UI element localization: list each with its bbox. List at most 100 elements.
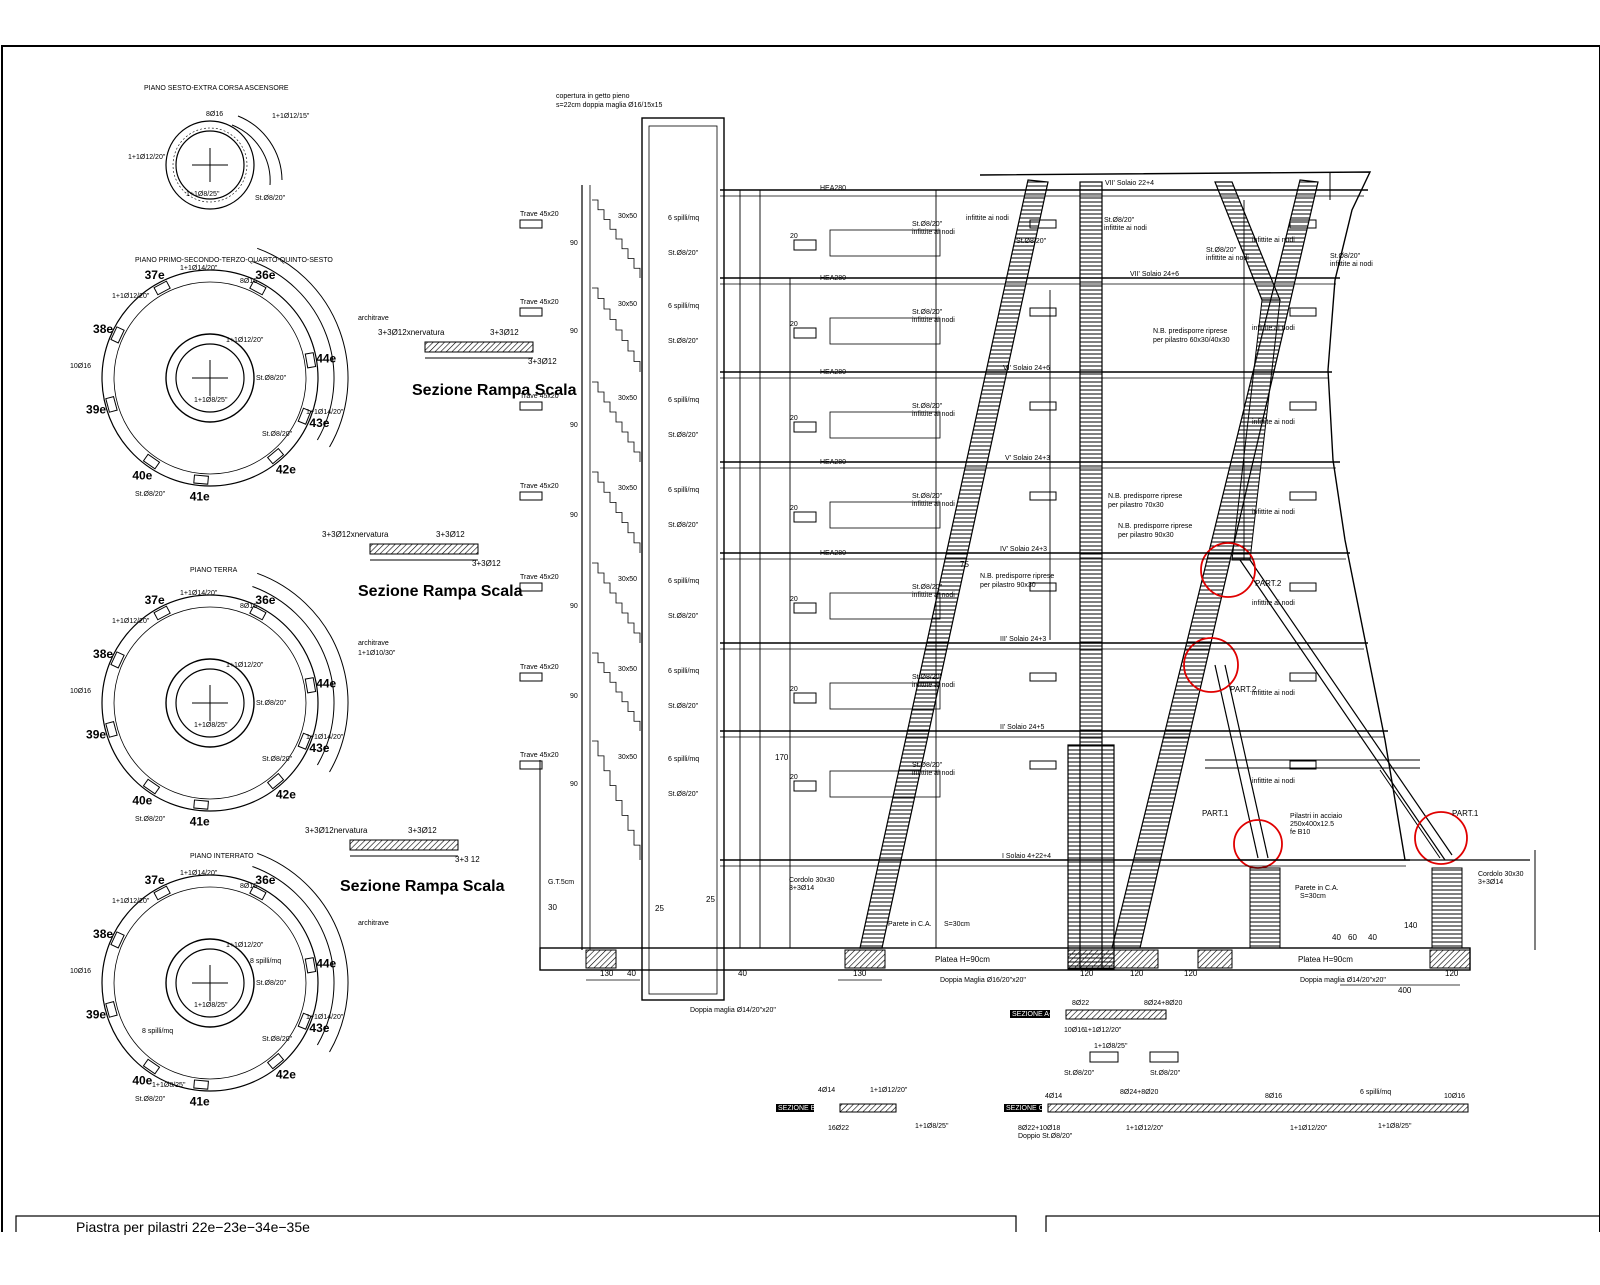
dim-label: 130 <box>600 969 614 978</box>
part-label: PART.1 <box>1202 809 1229 818</box>
stair-note: 3+3Ø12xnervatura <box>378 328 445 337</box>
rebar-label: 10Ø16 <box>70 968 91 975</box>
dim-label: 20 <box>790 233 798 240</box>
stair-note: 3+3Ø12nervatura <box>305 826 368 835</box>
architrave-label: architrave <box>358 640 389 647</box>
plan-title: PIANO PRIMO-SECONDO-TERZO-QUARTO-QUINTO-… <box>135 257 333 264</box>
column-label: 38e <box>93 322 113 336</box>
rebar-label: 8Ø16 <box>240 883 257 890</box>
nb-note: per pilastro 70x30 <box>1108 502 1164 509</box>
column-label: 36e <box>255 593 275 607</box>
rebar-label: 1+1Ø14/20" <box>180 265 218 272</box>
rebar-label: St.Ø8/20" <box>262 431 293 438</box>
spilli-label: 6 spilli/mq <box>668 578 699 585</box>
beam-label: Trave 45x20 <box>520 574 559 581</box>
stair-note: 3+3Ø12 <box>472 559 501 568</box>
floor-label: VI' Solaio 24+6 <box>1003 365 1050 372</box>
detail-rebar: Doppio St.Ø8/20" <box>1018 1133 1073 1140</box>
cordolo-note: Cordolo 30x30 <box>789 877 835 884</box>
detail-rebar: 8Ø24+8Ø20 <box>1144 1000 1182 1007</box>
stirrup-label: St.Ø8/20" <box>912 309 943 316</box>
rebar-label: 1+1Ø14/20" <box>306 734 344 741</box>
platea-label: Platea H=90cm <box>1298 955 1353 964</box>
rebar-label: St.Ø8/20" <box>135 816 166 823</box>
rebar-label: 1+1Ø8/25" <box>194 397 228 404</box>
dim-label: 60 <box>1348 933 1357 942</box>
cordolo-note: 3+3Ø14 <box>1478 879 1503 886</box>
inclined-column-right <box>1111 179 1319 949</box>
dim-label: 40 <box>627 969 636 978</box>
detail-callout-part2 <box>1183 637 1239 693</box>
hea-label: HEA280 <box>820 275 846 282</box>
rebar-label: 1+1Ø14/20" <box>306 1014 344 1021</box>
dim-label: 20 <box>790 686 798 693</box>
detail-rebar: 1+1Ø12/20" <box>1084 1027 1122 1034</box>
stair-section-title: Sezione Rampa Scala <box>412 382 577 399</box>
rebar-label: St.Ø8/20" <box>256 375 287 382</box>
stirrup-label: infittite ai nodi <box>1252 419 1295 426</box>
part-label: PART.2 <box>1230 685 1257 694</box>
beam-label: Trave 45x20 <box>520 752 559 759</box>
detail-callout-part1 <box>1414 811 1468 865</box>
plan-title: PIANO TERRA <box>190 567 238 574</box>
rebar-label: 1+1Ø12/20" <box>112 898 150 905</box>
steel-note: 250x400x12.5 <box>1290 821 1334 828</box>
detail-rebar: 16Ø22 <box>828 1125 849 1132</box>
detail-rebar: 1+1Ø12/20" <box>870 1087 908 1094</box>
detail-tag: SEZIONE B-B <box>778 1105 823 1112</box>
detail-rebar: 1+1Ø12/20" <box>1290 1125 1328 1132</box>
stirrup-label: infittite ai nodi <box>1252 509 1295 516</box>
rebar-label: 8Ø16 <box>206 111 223 118</box>
stirrup-label: infittite ai nodi <box>912 770 955 777</box>
detail-rebar: 1+1Ø8/25" <box>1378 1123 1412 1130</box>
wall-note: S=30cm <box>944 921 970 928</box>
stirrup-note: St.Ø8/20" <box>1330 253 1361 260</box>
plan-title: PIANO INTERRATO <box>190 853 254 860</box>
dim-label: 20 <box>790 596 798 603</box>
dim-label: 25 <box>655 904 664 913</box>
nb-note: per pilastro 90x30 <box>980 582 1036 589</box>
dim-label: 130 <box>853 969 867 978</box>
rebar-label: 1+1Ø8/25" <box>194 722 228 729</box>
stirrup-label: St.Ø8/20" <box>912 584 943 591</box>
stirrup-label: infittite ai nodi <box>1252 237 1295 244</box>
stirrup-label: St.Ø8/20" <box>912 493 943 500</box>
wall-note: S=30cm <box>1300 893 1326 900</box>
spilli-label: 6 spilli/mq <box>668 487 699 494</box>
dim-label: 20 <box>790 321 798 328</box>
wall-note: Parete in C.A. <box>888 921 932 928</box>
spilli-label: 6 spilli/mq <box>668 756 699 763</box>
stirrup-label: St.Ø8/20" <box>668 432 699 439</box>
cover-note: s=22cm doppia maglia Ø16/15x15 <box>556 102 663 109</box>
rebar-label: St.Ø8/20" <box>262 1036 293 1043</box>
nb-note: N.B. predisporre riprese <box>1153 328 1227 335</box>
steel-note: Pilastri in acciaio <box>1290 813 1342 820</box>
column-label: 40e <box>132 1074 152 1088</box>
spilli-label: 6 spilli/mq <box>668 303 699 310</box>
stirrup-label: St.Ø8/20" <box>668 791 699 798</box>
stair-section-title: Sezione Rampa Scala <box>358 583 523 600</box>
column-label: 39e <box>86 728 106 742</box>
stair-note: 3+3Ø12 <box>490 328 519 337</box>
rebar-label: 10Ø16 <box>70 688 91 695</box>
cordolo-note: Cordolo 30x30 <box>1478 871 1524 878</box>
nb-note: per pilastro 90x30 <box>1118 532 1174 539</box>
stair-section-2: 3+3Ø12xnervatura 3+3Ø12 3+3Ø12 Sezione R… <box>322 530 523 600</box>
hea-label: HEA280 <box>820 369 846 376</box>
rebar-label: 8 spilli/mq <box>142 1028 173 1035</box>
detail-rebar: St.Ø8/20" <box>1150 1070 1181 1077</box>
rebar-label: 10Ø16 <box>70 363 91 370</box>
mesh-note: Doppia Maglia Ø16/20"x20" <box>940 977 1026 984</box>
stirrup-label: St.Ø8/20" <box>912 403 943 410</box>
rebar-label: 8 spilli/mq <box>250 958 281 965</box>
floor-label: V' Solaio 24+3 <box>1005 455 1050 462</box>
rebar-label: 1+1Ø8/25" <box>194 1002 228 1009</box>
dim-label: 400 <box>1398 986 1412 995</box>
dim-label: 30x50 <box>618 576 637 583</box>
detail-rebar: 8Ø22 <box>1072 1000 1089 1007</box>
stirrup-note: infittite ai nodi <box>1104 225 1147 232</box>
dim-label: 120 <box>1130 969 1144 978</box>
stirrup-label: infittite ai nodi <box>912 592 955 599</box>
